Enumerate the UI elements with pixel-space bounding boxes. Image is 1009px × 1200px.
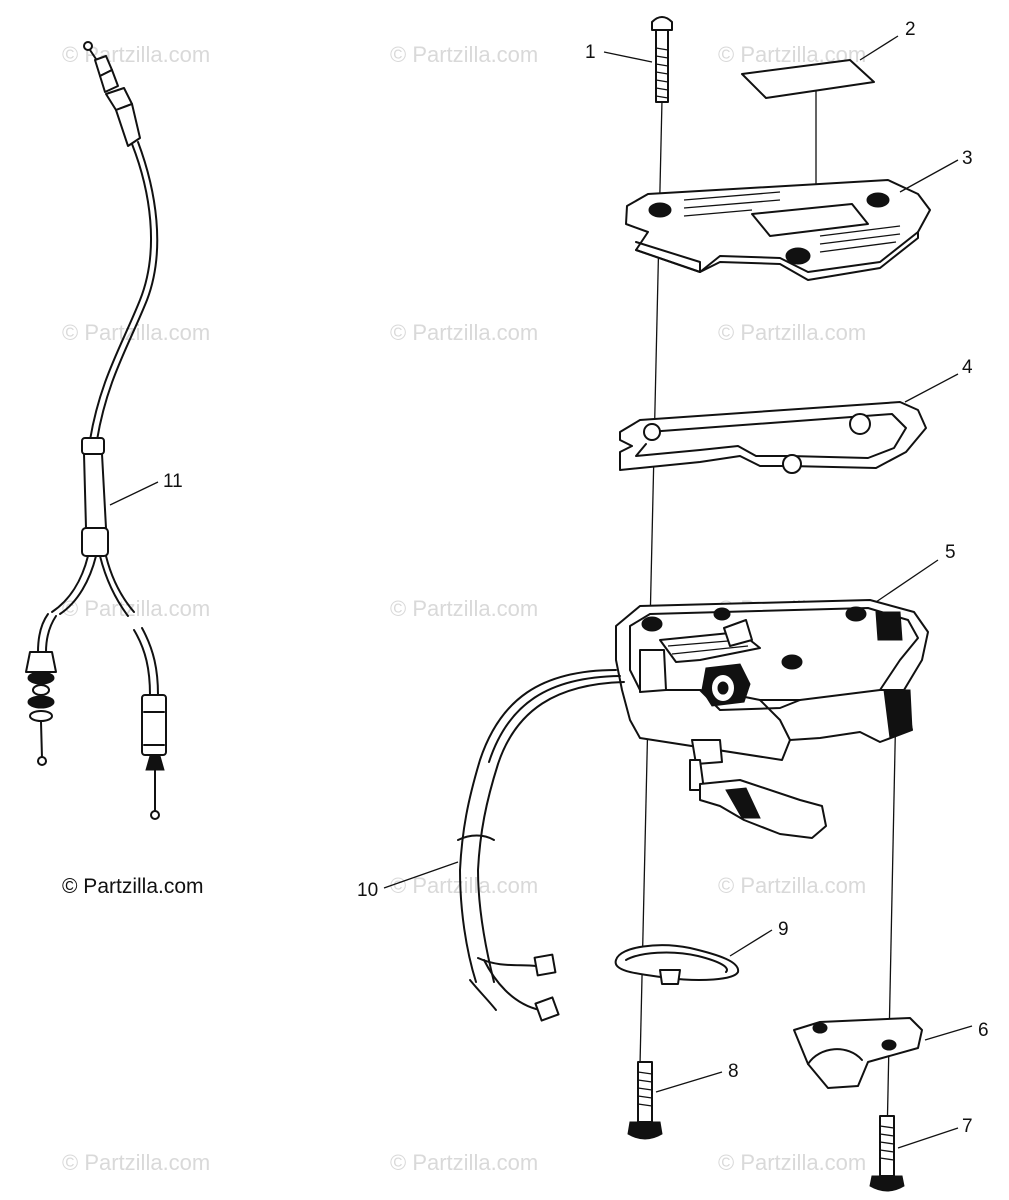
watermark: © Partzilla.com (390, 1150, 538, 1175)
watermark: © Partzilla.com (62, 596, 210, 621)
watermark: © Partzilla.com (718, 1150, 866, 1175)
part-8-screw: 8 (627, 1061, 739, 1140)
watermark: © Partzilla.com (718, 320, 866, 345)
part-4-gasket: 4 (619, 357, 973, 474)
callout-1: 1 (585, 42, 596, 63)
watermark: © Partzilla.com (390, 873, 538, 898)
callout-5: 5 (945, 542, 956, 563)
callout-3: 3 (962, 148, 973, 169)
part-3-cover: 3 (625, 148, 973, 281)
callout-10: 10 (357, 880, 378, 901)
part-7-screw: 7 (869, 1115, 973, 1192)
watermark: © Partzilla.com (390, 596, 538, 621)
watermark: © Partzilla.com (718, 873, 866, 898)
watermark: © Partzilla.com (62, 1150, 210, 1175)
part-5-housing: 5 (615, 542, 956, 839)
part-6-clamp: 6 (793, 1017, 989, 1089)
part-9-clip: 9 (614, 919, 789, 985)
callout-2: 2 (905, 19, 916, 40)
callout-8: 8 (728, 1061, 739, 1082)
callout-6: 6 (978, 1020, 989, 1041)
part-2-decal: 2 (741, 19, 916, 99)
copyright-text: © Partzilla.com (62, 875, 204, 898)
part-1-screw: 1 (585, 16, 673, 103)
watermark: © Partzilla.com (390, 320, 538, 345)
callout-11: 11 (163, 471, 183, 492)
watermark: © Partzilla.com (390, 42, 538, 67)
part-10-wire-harness: 10 (357, 669, 625, 1022)
callout-9: 9 (778, 919, 789, 940)
callout-7: 7 (962, 1116, 973, 1137)
callout-4: 4 (962, 357, 973, 378)
part-11-throttle-cable: 11 (25, 41, 183, 820)
